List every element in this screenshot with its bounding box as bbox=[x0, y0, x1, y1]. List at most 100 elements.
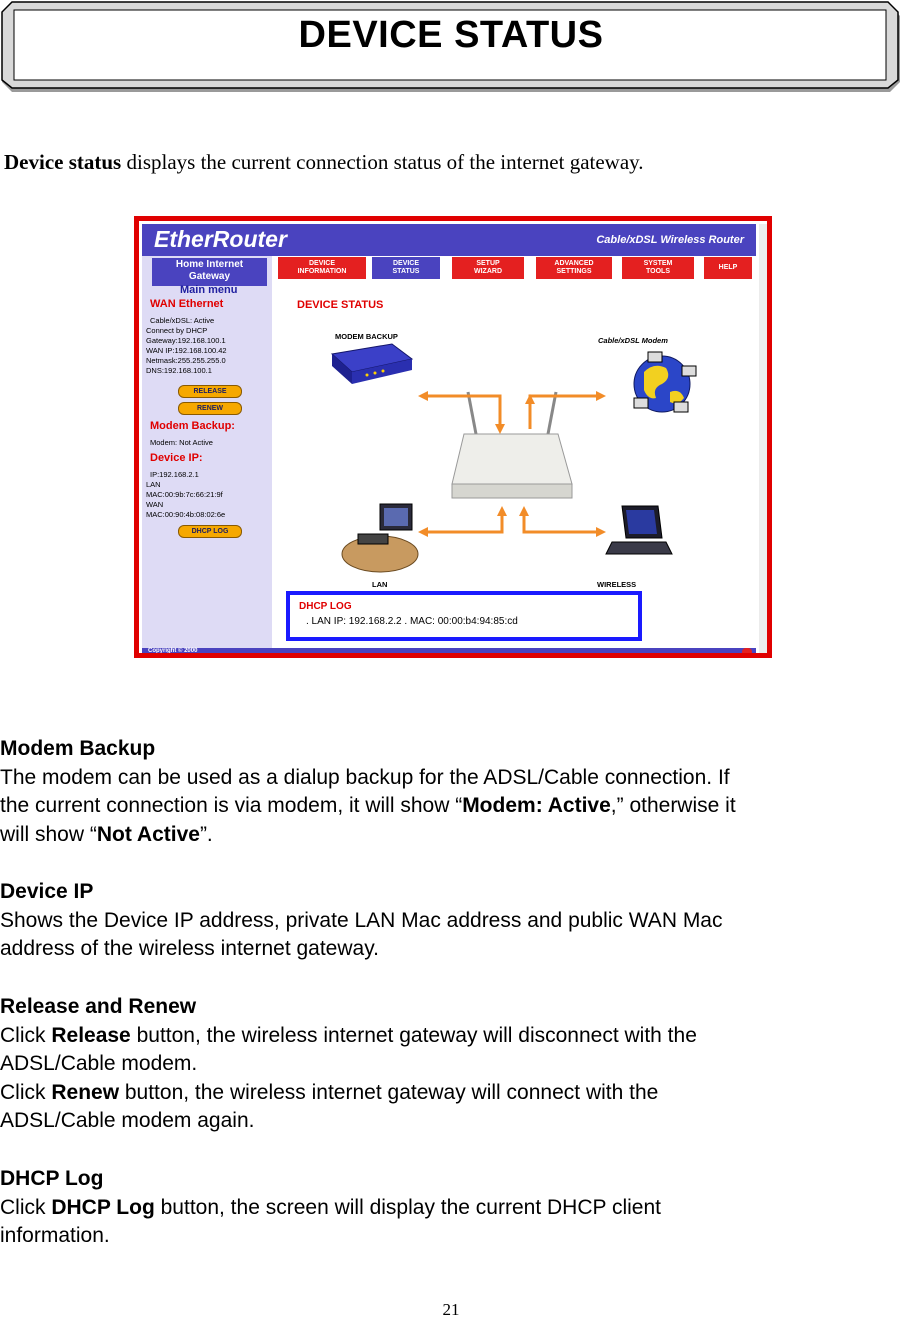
text-run: ,” otherwise it bbox=[610, 794, 736, 817]
router-icon bbox=[451, 391, 573, 499]
text-run: Click bbox=[0, 1023, 52, 1047]
dhcp-log-box: DHCP LOG . LAN IP: 192.168.2.2 . MAC: 00… bbox=[286, 591, 642, 641]
tab-help[interactable]: HELP bbox=[704, 257, 752, 279]
dhcp-log-entry: . LAN IP: 192.168.2.2 . MAC: 00:00:b4:94… bbox=[306, 616, 518, 627]
footer-bar: Copyright © 2000 bbox=[142, 648, 756, 654]
modem-heading: Modem Backup: bbox=[150, 420, 235, 432]
wan-line: WAN IP:192.168.100.42 bbox=[146, 346, 227, 355]
page-number: 21 bbox=[442, 1300, 460, 1319]
tab-label: STATUS bbox=[392, 268, 420, 275]
section-release-renew: Release and Renew Click Release button, … bbox=[0, 993, 900, 1136]
intro-paragraph: Device status displays the current conne… bbox=[4, 150, 644, 175]
text-run: The modem can be used as a dialup backup… bbox=[0, 765, 730, 789]
arrow-heads bbox=[418, 391, 606, 537]
label-modem-backup: MODEM BACKUP bbox=[335, 332, 398, 341]
wan-heading: WAN Ethernet bbox=[150, 298, 224, 310]
text-run: information. bbox=[0, 1224, 110, 1247]
connection-arrows bbox=[422, 394, 602, 534]
text-run: button, the wireless internet gateway wi… bbox=[130, 1023, 697, 1047]
text-run: Click bbox=[0, 1195, 52, 1219]
bold-run: Renew bbox=[51, 1080, 120, 1104]
section-modem-backup: Modem Backup The modem can be used as a … bbox=[0, 735, 900, 849]
wireless-laptop-icon bbox=[605, 505, 673, 555]
text-run: button, the screen will display the curr… bbox=[154, 1195, 661, 1219]
copyright: Copyright © 2000 bbox=[148, 648, 198, 654]
tab-label: ADVANCED bbox=[554, 260, 594, 267]
section-heading: DHCP Log bbox=[0, 1167, 104, 1190]
device-line: WAN bbox=[146, 500, 164, 509]
text-run: Shows the Device IP address, private LAN… bbox=[0, 908, 723, 932]
text-run: address of the wireless internet gateway… bbox=[0, 937, 379, 960]
label-lan: LAN bbox=[372, 580, 388, 589]
main-menu-label: Main menu bbox=[180, 284, 238, 296]
renew-button[interactable]: RENEW bbox=[178, 402, 242, 415]
tab-label: HELP bbox=[718, 264, 738, 271]
section-dhcp-log: DHCP Log Click DHCP Log button, the scre… bbox=[0, 1165, 900, 1251]
tab-label: SETUP bbox=[476, 260, 500, 267]
section-heading: Device IP bbox=[0, 880, 94, 903]
bold-run: Modem: Active bbox=[462, 794, 611, 817]
text-run: the current connection is via modem, it … bbox=[0, 794, 463, 817]
wan-line: Connect by DHCP bbox=[146, 326, 208, 335]
intro-text: displays the current connection status o… bbox=[121, 150, 644, 174]
lan-computer-icon bbox=[341, 503, 419, 573]
globe-icon bbox=[633, 351, 697, 413]
section-body: Click Release button, the wireless inter… bbox=[0, 1022, 900, 1136]
wan-line: DNS:192.168.100.1 bbox=[146, 366, 212, 375]
brand-bar: EtherRouter Cable/xDSL Wireless Router bbox=[142, 224, 756, 256]
section-body: The modem can be used as a dialup backup… bbox=[0, 764, 900, 850]
footer-dot bbox=[742, 648, 752, 653]
modem-status: Modem: Not Active bbox=[150, 438, 213, 447]
sidebar-header-line: Gateway bbox=[188, 271, 231, 282]
screenshot-window: EtherRouter Cable/xDSL Wireless Router H… bbox=[142, 224, 767, 653]
brand-subtitle: Cable/xDSL Wireless Router bbox=[596, 234, 744, 246]
dhcp-log-title: DHCP LOG bbox=[299, 601, 352, 612]
device-heading: Device IP: bbox=[150, 452, 203, 464]
tab-label: SETTINGS bbox=[556, 268, 592, 275]
section-heading: Modem Backup bbox=[0, 737, 156, 760]
dhcp-log-button[interactable]: DHCP LOG bbox=[178, 525, 242, 538]
release-button[interactable]: RELEASE bbox=[178, 385, 242, 398]
bold-run: Release bbox=[51, 1023, 131, 1047]
intro-bold: Device status bbox=[4, 150, 122, 174]
text-run: button, the wireless internet gateway wi… bbox=[119, 1080, 659, 1104]
sidebar-header-line: Home Internet bbox=[175, 259, 244, 270]
title-banner: DEVICE STATUS bbox=[0, 0, 902, 93]
tab-label: DEVICE bbox=[308, 260, 336, 267]
page-title: DEVICE STATUS bbox=[298, 14, 604, 56]
scrollbar[interactable] bbox=[759, 224, 767, 653]
tab-label: DEVICE bbox=[392, 260, 420, 267]
device-line: LAN bbox=[146, 480, 161, 489]
label-wireless: WIRELESS bbox=[597, 580, 637, 589]
sidebar-header: Home Internet Gateway bbox=[152, 258, 267, 286]
tab-label: WIZARD bbox=[474, 268, 502, 275]
tab-label: TOOLS bbox=[646, 268, 670, 275]
bold-run: Not Active bbox=[96, 822, 200, 846]
section-device-ip: Device IP Shows the Device IP address, p… bbox=[0, 878, 900, 964]
wan-line: Cable/xDSL: Active bbox=[150, 316, 215, 325]
label-cable-modem: Cable/xDSL Modem bbox=[598, 336, 668, 345]
section-body: Click DHCP Log button, the screen will d… bbox=[0, 1194, 900, 1251]
modem-backup-icon bbox=[330, 343, 414, 384]
device-line: MAC:00:9b:7c:66:21:9f bbox=[146, 490, 223, 499]
sidebar: Home Internet Gateway Main menu WAN Ethe… bbox=[142, 256, 272, 648]
wan-line: Gateway:192.168.100.1 bbox=[146, 336, 226, 345]
banner-frame bbox=[1, 1, 900, 92]
text-run: ”. bbox=[199, 822, 213, 846]
router-screenshot: EtherRouter Cable/xDSL Wireless Router H… bbox=[134, 216, 772, 658]
brand-logo: EtherRouter bbox=[154, 226, 287, 252]
content-title: DEVICE STATUS bbox=[297, 299, 384, 311]
bold-run: DHCP Log bbox=[51, 1195, 155, 1219]
section-body: Shows the Device IP address, private LAN… bbox=[0, 907, 900, 964]
text-run: ADSL/Cable modem. bbox=[0, 1052, 198, 1075]
network-diagram bbox=[330, 343, 697, 573]
device-line: MAC:00:90:4b:08:02:6e bbox=[146, 510, 226, 519]
device-line: IP:192.168.2.1 bbox=[150, 470, 199, 479]
text-run: Click bbox=[0, 1080, 52, 1104]
section-heading: Release and Renew bbox=[0, 995, 197, 1018]
